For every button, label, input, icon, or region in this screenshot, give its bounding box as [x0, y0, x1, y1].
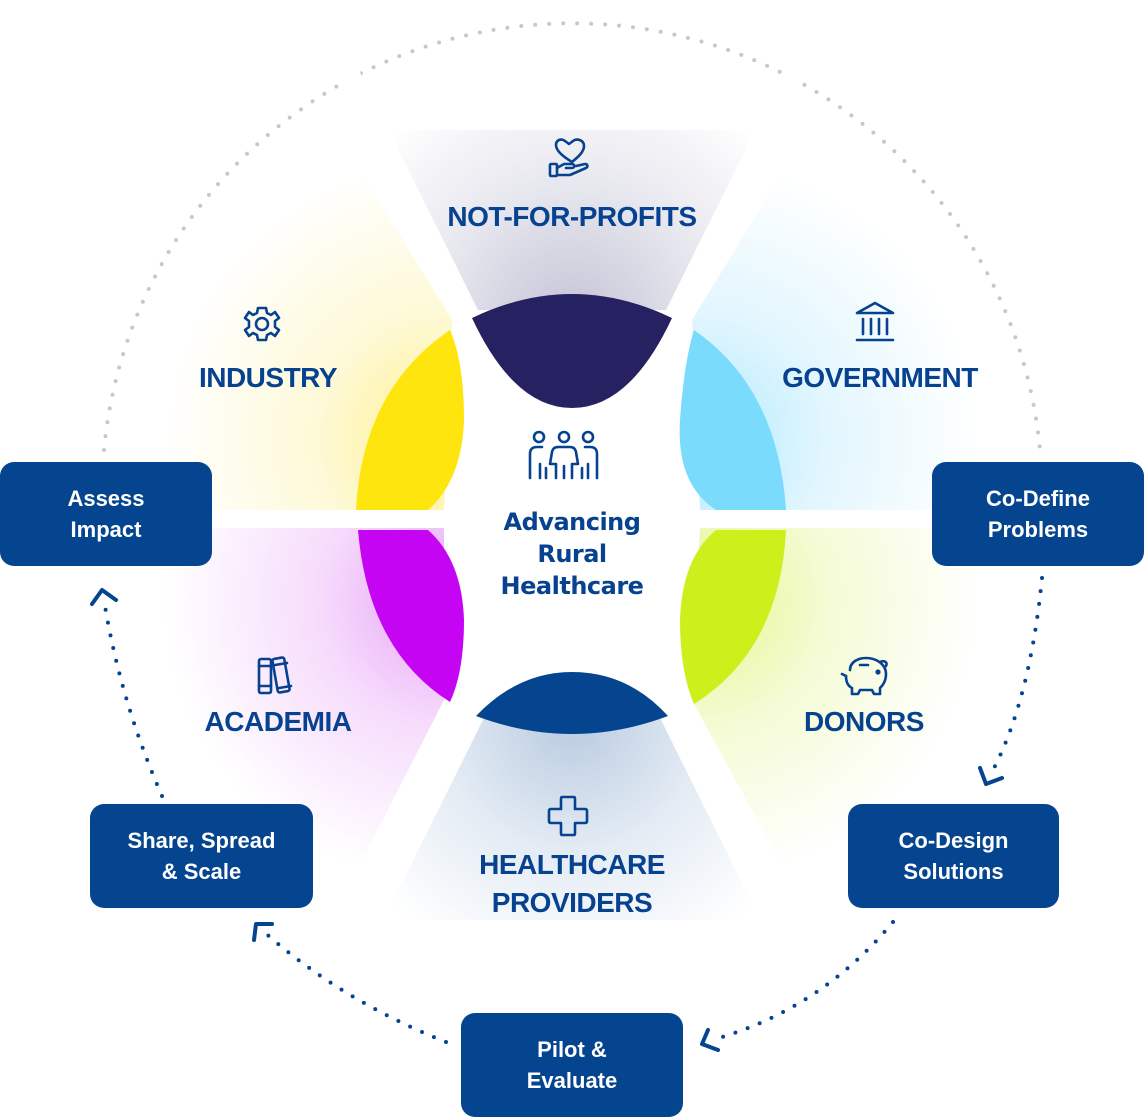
step-label-line: Co-Design [898, 828, 1009, 853]
sector-label-line: PROVIDERS [491, 887, 653, 918]
books-icon [257, 656, 293, 695]
petal-healthcare-providers [476, 672, 668, 734]
petal-government [679, 330, 786, 510]
arrowhead-design-to-pilot [700, 1028, 720, 1052]
government-building-icon [855, 301, 895, 342]
sector-bg-industry [132, 160, 452, 510]
heart-in-hand-icon [548, 138, 589, 178]
step-share-spread-scale[interactable]: Share, Spread & Scale [90, 804, 313, 908]
step-label-line: Share, Spread [127, 828, 276, 853]
sector-label-donors: DONORS [804, 706, 924, 737]
arrow-path-define-to-design [990, 576, 1044, 774]
medical-cross-icon [547, 795, 589, 837]
center-title-line: Healthcare [500, 572, 644, 600]
arrow-path-pilot-to-share [260, 928, 448, 1044]
center-title: Advancing Rural Healthcare [501, 506, 644, 602]
sector-bg-not-for-profits [380, 130, 764, 310]
arrowhead-pilot-to-share [252, 922, 274, 942]
arrowhead-share-to-assess [90, 588, 118, 606]
step-label-line: & Scale [161, 859, 242, 884]
step-label-line: Problems [987, 517, 1089, 542]
sector-label-government: GOVERNMENT [782, 362, 978, 393]
sector-label-line: HEALTHCARE [479, 849, 665, 880]
step-label-line: Co-Define [986, 486, 1090, 511]
sector-label-healthcare-providers: HEALTHCARE PROVIDERS [479, 846, 665, 922]
sector-label-academia: ACADEMIA [204, 706, 352, 737]
people-group-icon [528, 430, 599, 480]
step-pilot-evaluate[interactable]: Pilot & Evaluate [461, 1013, 683, 1117]
petal-academia [358, 530, 464, 702]
center-title-line: Rural [537, 540, 607, 568]
step-label-line: Impact [70, 517, 142, 542]
sector-bg-government [692, 160, 1012, 510]
petal-not-for-profits [472, 294, 672, 408]
step-label-line: Evaluate [526, 1068, 618, 1093]
petal-industry [356, 330, 464, 510]
center-title-line: Advancing [503, 508, 641, 536]
sector-label-not-for-profits: NOT-FOR-PROFITS [447, 201, 697, 232]
arrow-path-design-to-pilot [710, 920, 895, 1042]
sector-bg-healthcare-providers [372, 712, 770, 920]
petal-donors [680, 530, 786, 704]
arrow-path-share-to-assess [102, 598, 164, 798]
step-label-line: Pilot & [537, 1037, 607, 1062]
piggy-bank-icon [840, 656, 888, 696]
gear-icon [243, 306, 281, 342]
step-label-line: Solutions [903, 859, 1004, 884]
sector-label-industry: INDUSTRY [198, 362, 338, 393]
step-label-line: Assess [67, 486, 145, 511]
arrowhead-define-to-design [978, 766, 1004, 786]
